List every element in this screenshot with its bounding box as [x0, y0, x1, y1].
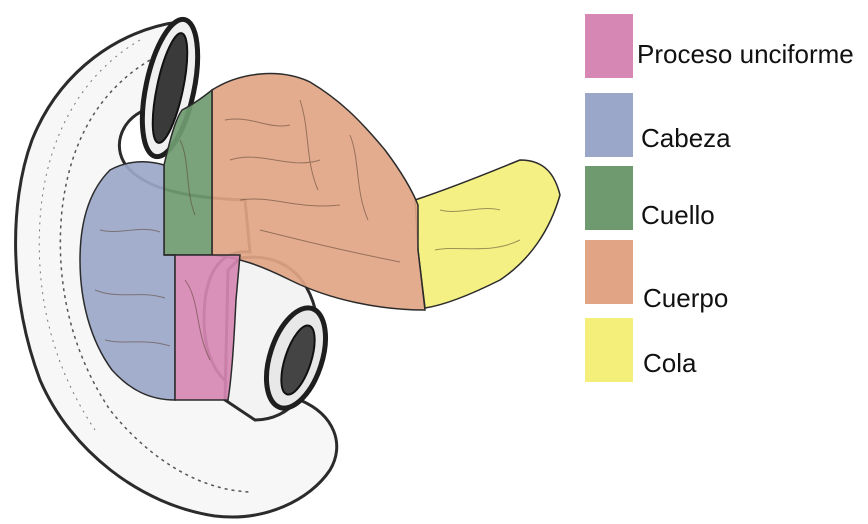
region-cola — [415, 160, 560, 308]
legend-label-cuerpo: Cuerpo — [643, 285, 728, 311]
region-proceso-unciforme — [164, 255, 240, 400]
legend-label-proceso-unciforme: Proceso unciforme — [637, 41, 854, 67]
legend-swatch-proceso-unciforme — [585, 14, 633, 78]
legend-label-cuello: Cuello — [641, 202, 715, 228]
legend-label-cabeza: Cabeza — [641, 125, 731, 151]
legend-label-cola: Cola — [643, 350, 696, 376]
legend-swatch-cabeza — [585, 93, 633, 157]
legend-swatch-cola — [585, 318, 633, 382]
legend-swatch-cuerpo — [585, 240, 633, 304]
legend-swatch-cuello — [585, 166, 633, 230]
